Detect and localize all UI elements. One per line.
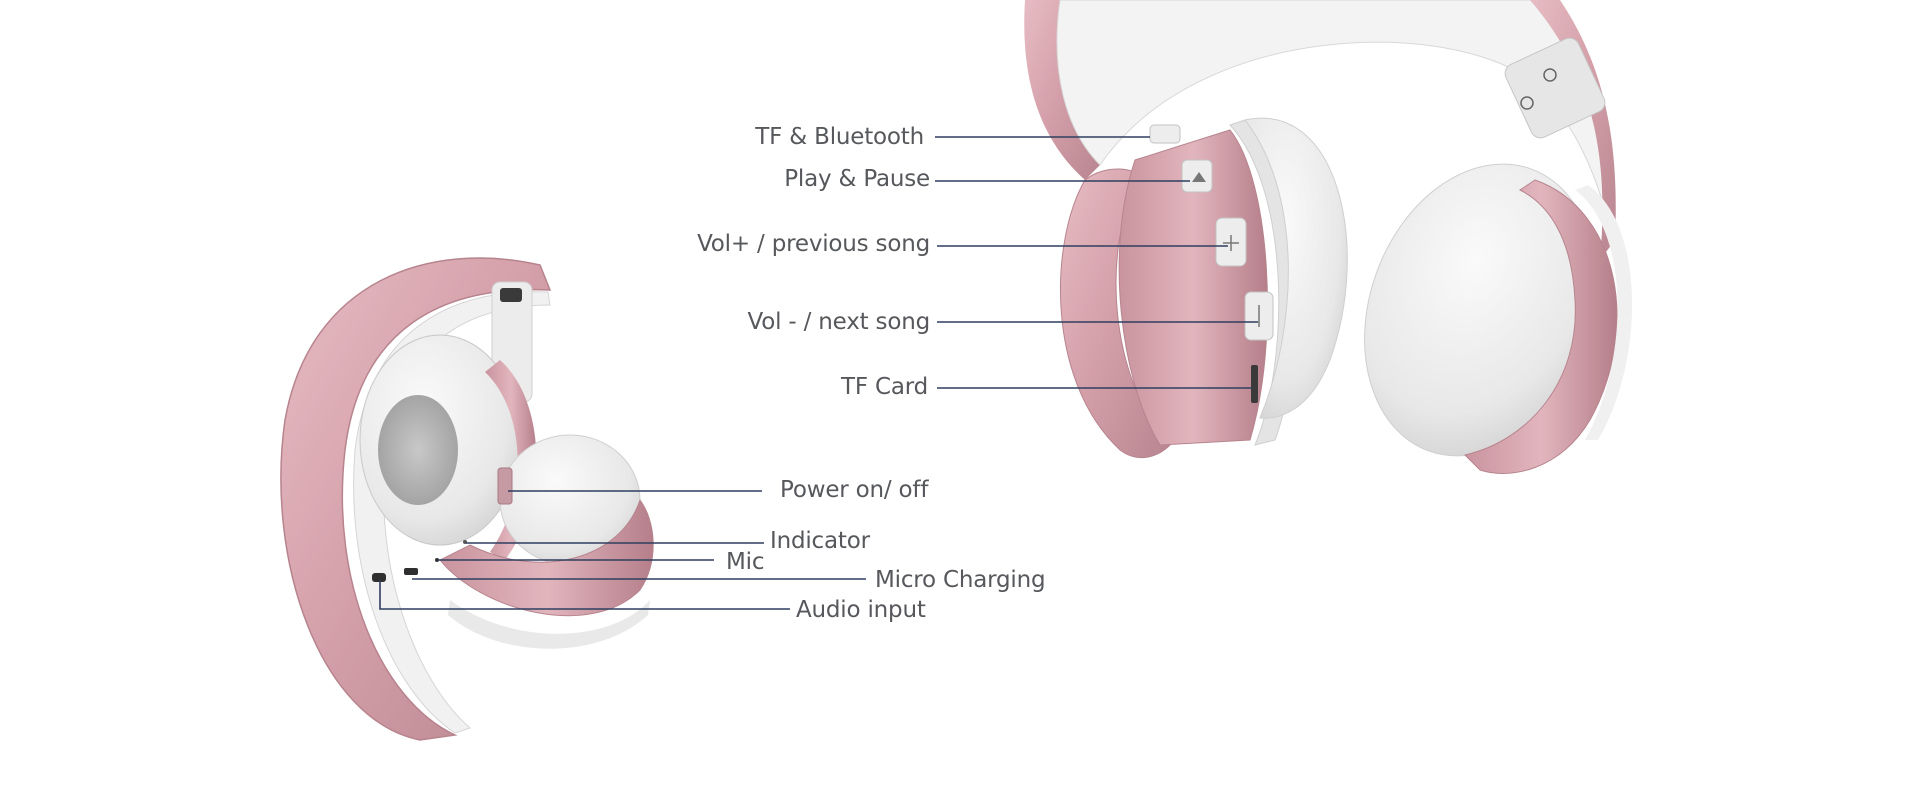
- open-back-cup: [1464, 179, 1618, 474]
- folded-headband: [280, 257, 552, 741]
- leader-audio-input: [379, 580, 790, 610]
- folded-headphone: [280, 257, 654, 741]
- power-switch: [497, 467, 513, 505]
- open-headphone: [1024, 0, 1633, 474]
- open-front-cushion: [1244, 117, 1348, 419]
- tf-card-slot-icon: [1251, 365, 1258, 403]
- label-vol-up: Vol+ / previous song: [697, 231, 930, 257]
- label-audio-input: Audio input: [796, 597, 926, 623]
- open-headband-slider: [1504, 37, 1606, 139]
- label-tf-bluetooth: TF & Bluetooth: [755, 124, 924, 150]
- label-power: Power on/ off: [780, 477, 929, 503]
- label-play-pause: Play & Pause: [784, 166, 930, 192]
- micro-usb-port: [404, 568, 418, 575]
- audio-jack-port: [372, 573, 386, 582]
- open-headband: [1024, 0, 1100, 180]
- mic-hole: [435, 558, 439, 562]
- bluetooth-button-icon: [1149, 124, 1181, 144]
- label-mic: Mic: [726, 549, 765, 575]
- label-vol-down: Vol - / next song: [747, 309, 931, 335]
- label-micro-charging: Micro Charging: [875, 567, 1046, 593]
- leader-lines: [379, 136, 1258, 610]
- label-indicator: Indicator: [770, 528, 870, 554]
- label-tf-card: TF Card: [841, 374, 928, 400]
